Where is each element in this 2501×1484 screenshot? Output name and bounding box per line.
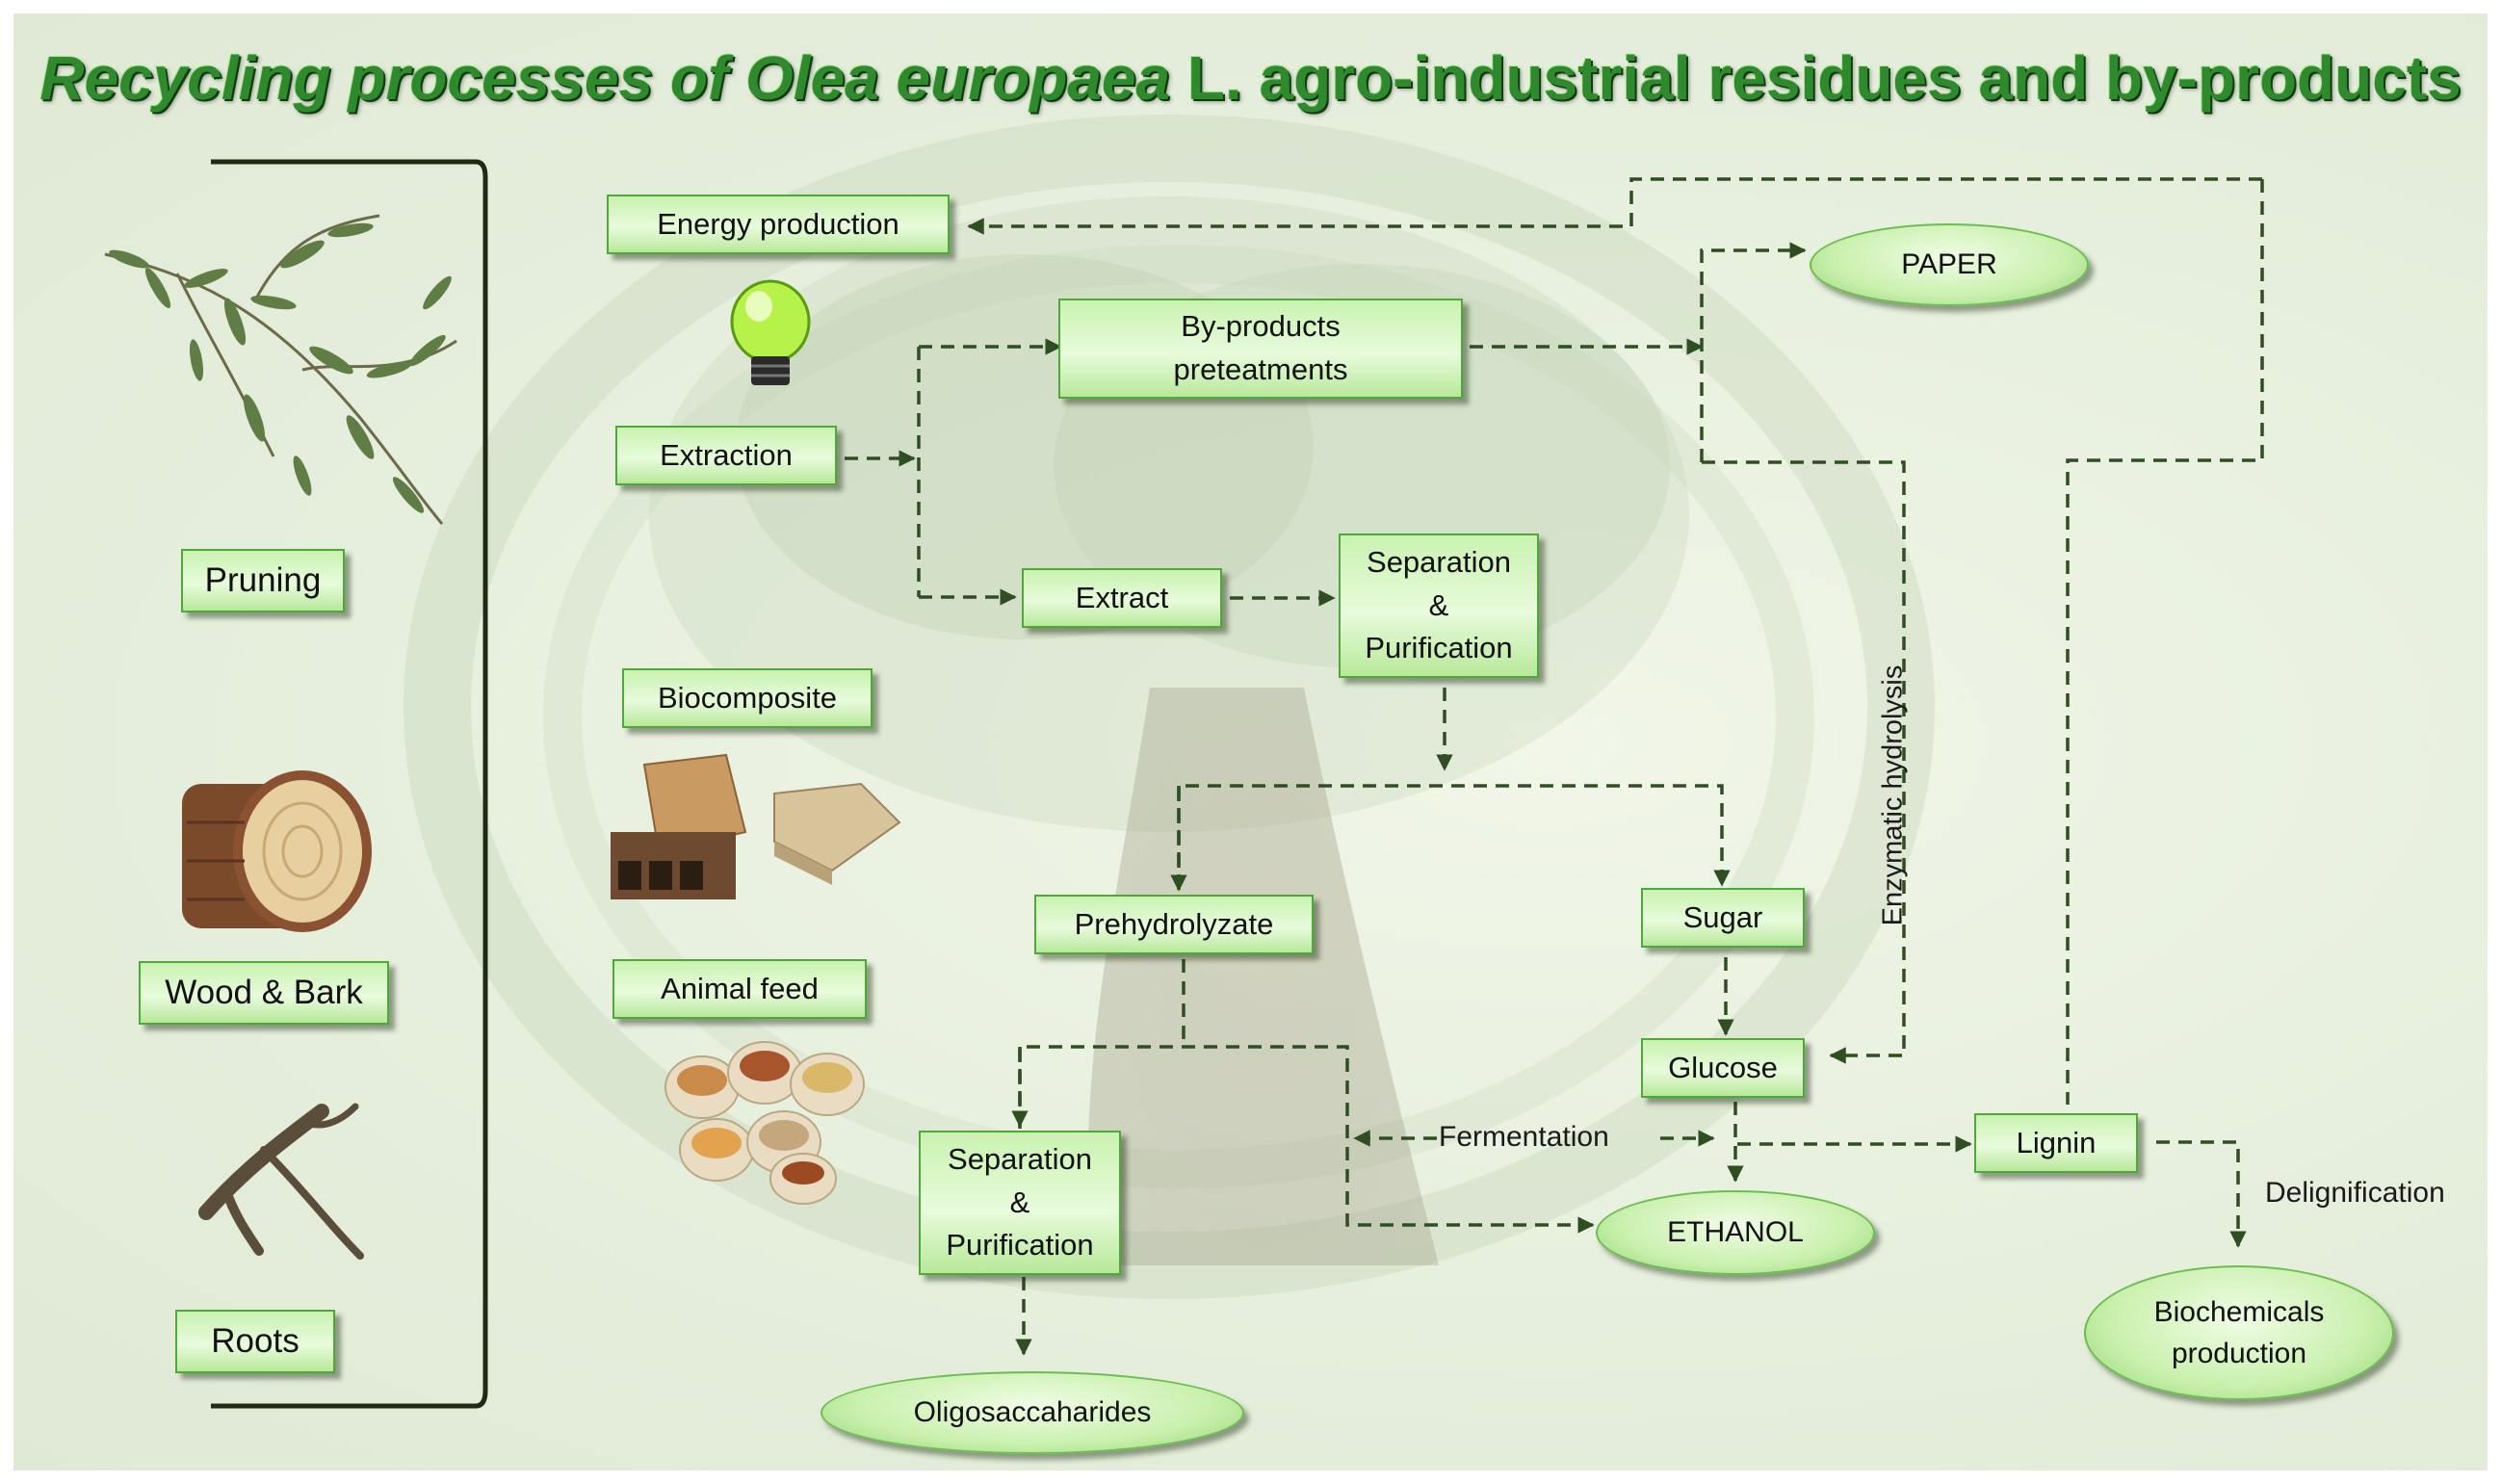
byproducts-line2: preteatments [1173, 352, 1348, 386]
lignin-box: Lignin [1974, 1113, 2138, 1173]
glucose-box: Glucose [1641, 1038, 1805, 1098]
arrow-lignin-to-biochemicals [2156, 1140, 2247, 1248]
energy-production-label: Energy production [657, 206, 899, 241]
separation2-line3: Purification [946, 1228, 1094, 1263]
wood-log-icon [182, 770, 372, 932]
byproducts-line1: By-products [1181, 309, 1341, 344]
enzymatic-hydrolysis-label: Enzymatic hydrolysis [1877, 664, 1909, 926]
animal-feed-label: Animal feed [661, 971, 819, 1005]
page-title: Recycling processes of Olea europaea L. … [13, 42, 2488, 114]
oligosaccharides-label: Oligosaccaharides [913, 1396, 1152, 1429]
tree-trunk [1087, 688, 1439, 1265]
wood-bark-label: Wood & Bark [165, 973, 363, 1011]
arrow-enzymatic-to-glucose [1702, 460, 1906, 1064]
pruning-box: Pruning [181, 549, 345, 612]
arrow-to-byproducts [917, 347, 1060, 597]
biocomposite-box: Biocomposite [622, 668, 873, 728]
feed-sacks-icon [664, 1041, 865, 1205]
sugar-label: Sugar [1682, 899, 1763, 934]
title-italic-part: Recycling processes of Olea europaea [39, 43, 1171, 113]
energy-production-box: Energy production [607, 195, 950, 254]
title-normal-part: L. agro-industrial residues and by-produ… [1170, 43, 2462, 113]
sugar-box: Sugar [1641, 888, 1805, 948]
fermentation-label: Fermentation [1439, 1121, 1609, 1153]
wood-panels-icon [611, 753, 901, 899]
arrow-lignin-to-energy [967, 177, 2262, 235]
prehydrolyzate-box: Prehydrolyzate [1034, 895, 1314, 954]
paper-oval: PAPER [1810, 223, 2089, 306]
ethanol-oval: ETHANOL [1596, 1190, 1875, 1275]
biochemicals-oval: Biochemicals production [2084, 1265, 2394, 1400]
biochemicals-line2: production [2171, 1338, 2307, 1369]
line-lignin-loop [2066, 179, 2264, 1105]
connector-layer [104, 159, 2264, 1409]
separation-purification-box-1: Separation & Purification [1339, 534, 1539, 678]
glucose-label: Glucose [1668, 1050, 1778, 1084]
delignification-label: Delignification [2265, 1177, 2445, 1209]
diagram-frame: Recycling processes of Olea europaea L. … [13, 13, 2488, 1471]
arrow-to-paper [1700, 242, 1807, 462]
light-bulb-icon [730, 279, 811, 385]
arrow-split-prehydrolyzate-sugar [1177, 784, 1731, 890]
extract-box: Extract [1022, 568, 1222, 628]
roots-icon [198, 1103, 364, 1260]
separation1-line2: & [1428, 587, 1449, 622]
ethanol-label: ETHANOL [1667, 1216, 1804, 1249]
animal-feed-box: Animal feed [612, 959, 867, 1019]
prehydrolyzate-label: Prehydrolyzate [1074, 906, 1274, 941]
separation2-line1: Separation [948, 1141, 1092, 1176]
oligosaccharides-oval: Oligosaccaharides [821, 1371, 1244, 1454]
wood-bark-box: Wood & Bark [139, 961, 389, 1025]
separation-purification-box-2: Separation & Purification [919, 1131, 1121, 1275]
extraction-box: Extraction [615, 426, 837, 485]
biochemicals-line1: Biochemicals [2153, 1295, 2325, 1328]
separation1-line1: Separation [1367, 544, 1511, 579]
separation1-line3: Purification [1365, 631, 1513, 665]
pruning-label: Pruning [204, 560, 322, 599]
roots-box: Roots [175, 1310, 335, 1373]
extract-label: Extract [1075, 580, 1169, 614]
biocomposite-label: Biocomposite [657, 680, 838, 715]
source-bracket [211, 159, 488, 1409]
paper-label: PAPER [1901, 248, 1997, 281]
lignin-label: Lignin [2016, 1125, 2097, 1159]
byproducts-pretreatments-box: By-products preteatments [1058, 299, 1463, 399]
olive-branch-icon [104, 214, 457, 525]
extraction-label: Extraction [660, 437, 793, 472]
separation2-line2: & [1009, 1185, 1030, 1219]
roots-label: Roots [211, 1321, 300, 1360]
